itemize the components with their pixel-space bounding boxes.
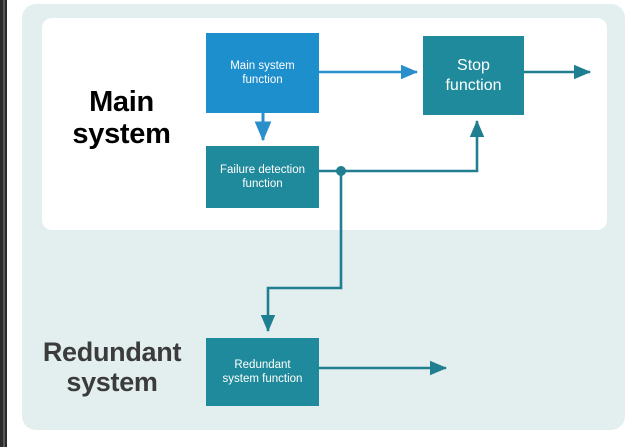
window-edge-strip bbox=[0, 0, 7, 447]
band-label-main-system: Main system bbox=[72, 86, 171, 151]
node-main-system-function[interactable]: Main system function bbox=[206, 33, 319, 113]
band-label-redundant-system: Redundant system bbox=[42, 337, 182, 398]
window-edge-highlight bbox=[3, 0, 5, 447]
node-stop-function[interactable]: Stop function bbox=[423, 36, 524, 115]
node-failure-detection-function[interactable]: Failure detection function bbox=[206, 146, 319, 208]
node-redundant-system-function[interactable]: Redundant system function bbox=[206, 338, 319, 406]
